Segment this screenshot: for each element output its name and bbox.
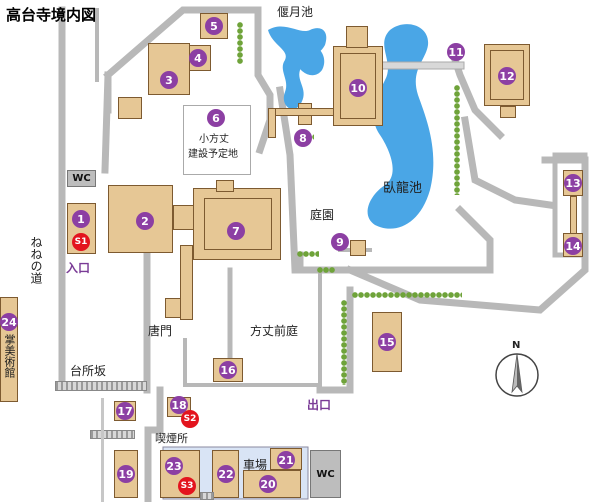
parking-stairs [200,492,214,500]
wc-south: WC [310,450,341,498]
daidokorozaka-stairs [55,381,147,391]
label-karamon: 唐門 [148,324,173,338]
building-10-porch [346,26,368,48]
label-kohojo-2: 建設予定地 [188,149,238,160]
path-west-link [101,71,112,174]
label-deguchi: 出口 [307,398,332,412]
marker-17[interactable]: 17 [116,402,134,420]
marker-12[interactable]: 12 [498,67,516,85]
marker-15[interactable]: 15 [378,333,396,351]
path-east-middle [460,115,554,209]
hedge-exit-side [340,300,348,385]
building-small-west [118,97,142,119]
path-north-diagonal [103,6,262,80]
marker-19[interactable]: 19 [117,465,135,483]
marker-18[interactable]: 18 [170,396,188,414]
marker-21[interactable]: 21 [277,451,295,469]
garyu-pond [367,24,434,229]
south-path-line [101,398,104,502]
marker-23[interactable]: 23 [165,457,183,475]
marker-24[interactable]: 24 [0,313,18,331]
marker-5[interactable]: 5 [205,17,223,35]
marker-S3[interactable]: S3 [178,477,196,495]
label-engetsuchi: 偃月池 [277,5,314,19]
label-kohojo-1: 小方丈 [199,134,229,145]
path-to-exit [316,286,354,394]
hedge-teien [297,250,319,258]
marker-1[interactable]: 1 [72,210,90,228]
marker-2[interactable]: 2 [136,212,154,230]
path-north-east [254,66,274,155]
path-south-east [455,205,494,274]
path-to-parking [144,386,164,434]
label-iriguchi: 入口 [66,261,91,275]
label-teien: 庭園 [310,208,335,222]
label-nenenomichi: ねねの道 [29,236,43,284]
marker-11[interactable]: 11 [447,43,465,61]
marker-6[interactable]: 6 [207,109,225,127]
garyu-stairs [570,196,577,234]
path-lower-courtyard [183,338,322,387]
label-shajo: 車場 [243,458,268,472]
label-daidokorozaka: 台所坂 [70,364,107,378]
marker-8[interactable]: 8 [294,129,312,147]
label-hojozentei: 方丈前庭 [250,324,299,338]
karamon-corridor [180,245,193,320]
marker-20[interactable]: 20 [259,475,277,493]
south-stairs [90,430,135,439]
marker-4[interactable]: 4 [189,49,207,67]
marker-10[interactable]: 10 [349,79,367,97]
gaun-corridor-south [268,108,276,138]
marker-9[interactable]: 9 [331,233,349,251]
marker-22[interactable]: 22 [217,465,235,483]
building-9 [350,240,366,256]
building-7-porch [216,180,234,192]
compass-north-label: N [512,340,521,351]
path-garden-south [276,86,494,274]
marker-3[interactable]: 3 [160,71,178,89]
wc-north: WC [67,170,96,187]
marker-S1[interactable]: S1 [72,233,90,251]
marker-S2[interactable]: S2 [181,410,199,428]
compass [495,353,539,397]
karamon-gate [165,298,181,318]
marker-13[interactable]: 13 [564,174,582,192]
marker-16[interactable]: 16 [219,361,237,379]
building-20 [243,470,301,498]
label-kitsuenjo: 喫煙所 [155,432,188,445]
label-garyuchi: 臥龍池 [383,181,423,196]
gaun-corridor [268,108,334,116]
engetsu-pond-east [295,40,325,76]
hedge-north [236,22,244,64]
hedge-south-garden [352,291,462,299]
garyu-roka-bridge [381,61,465,70]
map-title: 高台寺境内図 [6,6,97,24]
hedge-teien-2 [317,266,335,274]
marker-7[interactable]: 7 [227,222,245,240]
label-shobijutsukan: 掌美術館 [3,334,16,378]
hedge-garyu-east [453,85,461,195]
marker-14[interactable]: 14 [564,237,582,255]
building-12-porch [500,106,516,118]
